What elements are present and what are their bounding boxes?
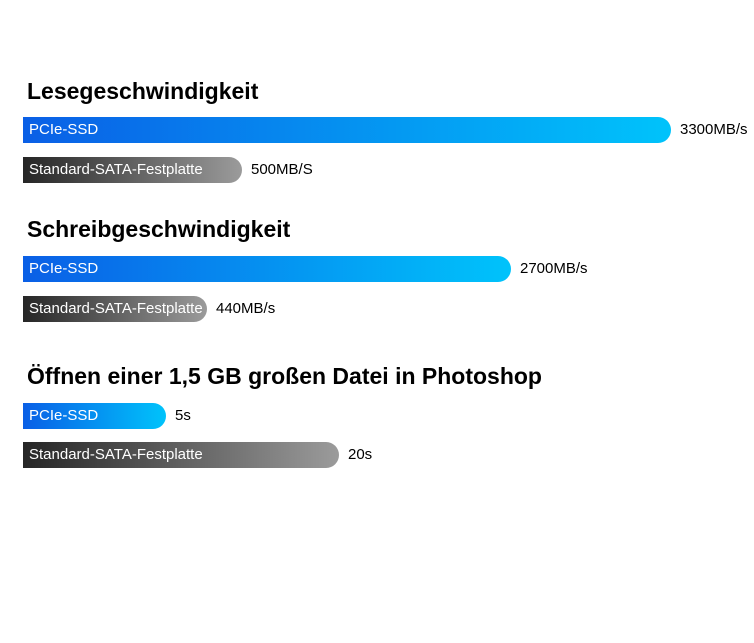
bar-value-label: 2700MB/s — [520, 260, 588, 277]
bar-value-label: 5s — [175, 407, 191, 424]
bar-pcie-ssd: PCIe-SSD — [23, 256, 511, 282]
chart-title: Öffnen einer 1,5 GB großen Datei in Phot… — [27, 363, 542, 389]
bar-category-label: Standard-SATA-Festplatte — [29, 300, 203, 317]
bar-category-label: PCIe-SSD — [29, 121, 99, 138]
bar-value-label: 20s — [348, 446, 373, 463]
bar-sata-hdd: Standard-SATA-Festplatte — [23, 296, 207, 322]
bar-pcie-ssd: PCIe-SSD — [23, 403, 166, 429]
bar-category-label: PCIe-SSD — [29, 407, 99, 424]
bar-value-label: 3300MB/s — [680, 121, 748, 138]
bar-sata-hdd: Standard-SATA-Festplatte — [23, 157, 242, 183]
bar-category-label: Standard-SATA-Festplatte — [29, 446, 203, 463]
chart-title: Lesegeschwindigkeit — [27, 78, 259, 104]
bar-sata-hdd: Standard-SATA-Festplatte — [23, 442, 339, 468]
chart-title: Schreibgeschwindigkeit — [27, 216, 291, 242]
bar-category-label: PCIe-SSD — [29, 260, 99, 277]
bar-value-label: 500MB/S — [251, 161, 313, 178]
bar-category-label: Standard-SATA-Festplatte — [29, 161, 203, 178]
bar-value-label: 440MB/s — [216, 300, 276, 317]
bar-pcie-ssd: PCIe-SSD — [23, 117, 671, 143]
